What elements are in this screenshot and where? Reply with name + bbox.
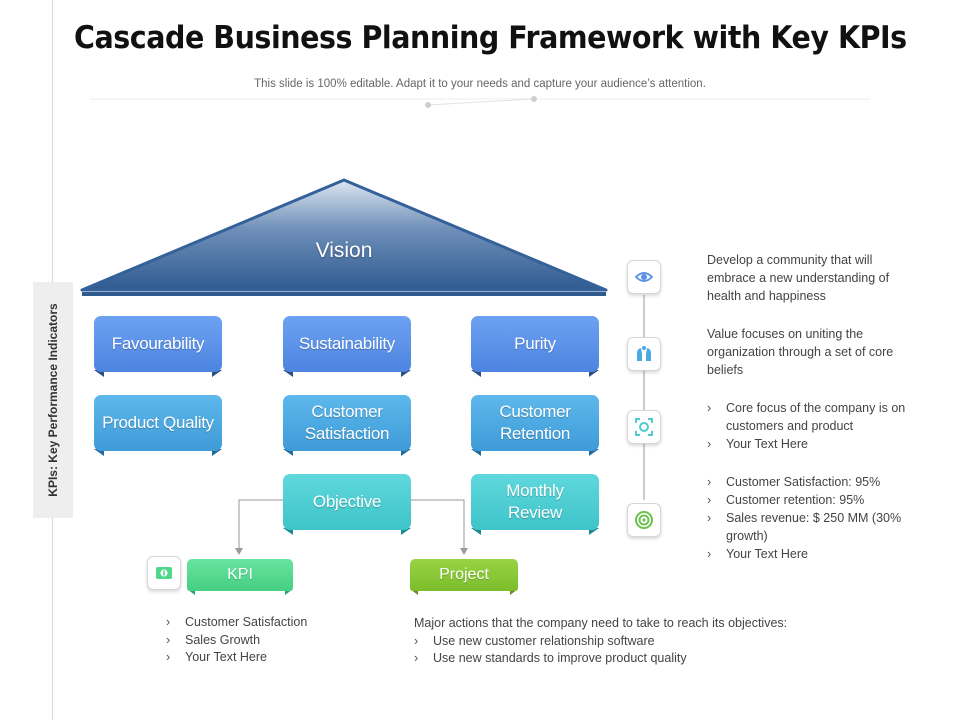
list-item: Customer Satisfaction: 95% [707,473,907,491]
hands-icon [627,337,661,371]
project-tag: Project [410,559,518,591]
vision-description: Develop a community that will embrace a … [707,253,890,303]
project-intro: Major actions that the company need to t… [414,616,788,630]
list-item: Your Text Here [707,545,907,563]
project-description: Major actions that the company need to t… [414,615,854,668]
target-icon [627,503,661,537]
side-label: KPIs: Key Performance Indicators [33,282,73,518]
kpi-list: Customer Satisfaction Sales Growth Your … [166,614,386,667]
product-quality-box: Product Quality [94,395,222,451]
list-item: Your Text Here [166,649,386,667]
sustainability-box: Sustainability [283,316,411,372]
project-actions-list: Use new customer relationship software U… [414,633,854,668]
focus-list: Core focus of the company is on customer… [707,399,907,453]
page-subtitle: This slide is 100% editable. Adapt it to… [254,78,706,90]
money-icon [147,556,181,590]
list-item: Your Text Here [707,435,907,453]
list-item: Customer Satisfaction [166,614,386,632]
vision-label: Vision [315,239,373,262]
objective-box: Objective [283,474,411,530]
favourability-box: Favourability [94,316,222,372]
vision-roof [80,178,608,296]
list-item: Use new standards to improve product qua… [414,650,854,668]
kpi-tag: KPI [187,559,293,591]
focus-icon [627,410,661,444]
values-description: Value focuses on uniting the organizatio… [707,327,894,377]
list-item: Sales Growth [166,632,386,650]
list-item: Sales revenue: $ 250 MM (30% growth) [707,509,907,545]
list-item: Use new customer relationship software [414,633,854,651]
list-item: Core focus of the company is on customer… [707,399,907,435]
eye-icon [627,260,661,294]
page-title: Cascade Business Planning Framework with… [74,20,907,56]
metrics-list: Customer Satisfaction: 95% Customer rete… [707,473,907,563]
purity-box: Purity [471,316,599,372]
list-item: Customer retention: 95% [707,491,907,509]
subtitle-decoration [90,96,870,108]
